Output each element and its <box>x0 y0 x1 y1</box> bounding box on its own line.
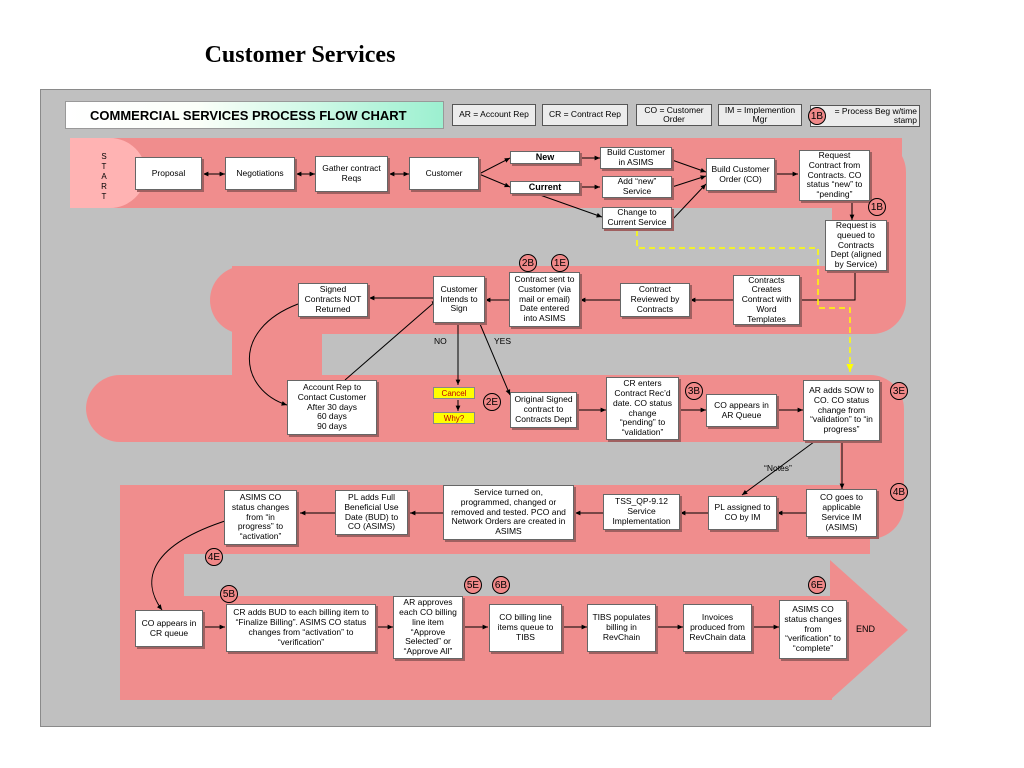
contract-sent-box: Contract sent to Customer (via mail or e… <box>509 272 580 327</box>
account-rep-contact-box: Account Rep to Contact Customer After 30… <box>287 380 377 435</box>
request-contract-box: Request Contract from Contracts. CO stat… <box>799 150 870 201</box>
badge-6b: 6B <box>492 576 510 594</box>
badge-1b: 1B <box>868 198 886 216</box>
end-label: END <box>856 624 876 634</box>
customer-box: Customer <box>409 157 479 190</box>
legend-cr: CR = Contract Rep <box>542 104 628 126</box>
asims-complete-box: ASIMS CO status changes from “verificati… <box>779 600 847 659</box>
original-signed-box: Original Signed contract to Contracts De… <box>510 392 577 428</box>
badge-3b: 3B <box>685 382 703 400</box>
co-appears-cr-box: CO appears in CR queue <box>135 610 203 647</box>
tss-service-box: TSS_QP-9.12 Service Implementation <box>603 494 680 530</box>
badge-5e: 5E <box>464 576 482 594</box>
ar-approves-box: AR approves each CO billing line item “A… <box>393 596 463 659</box>
pl-adds-bud-box: PL adds Full Beneficial Use Date (BUD) t… <box>335 490 408 535</box>
cr-enters-box: CR enters Contract Rec’d date. CO status… <box>606 377 679 440</box>
pl-assigned-box: PL assigned to CO by IM <box>708 496 777 530</box>
add-new-service-box: Add “new” Service <box>602 176 672 198</box>
badge-4e: 4E <box>205 548 223 566</box>
why-box: Why? <box>433 412 475 424</box>
legend-co: CO = Customer Order <box>636 104 712 126</box>
change-current-service-box: Change to Current Service <box>602 207 672 229</box>
build-customer-order-box: Build Customer Order (CO) <box>706 158 775 191</box>
badge-6e: 6E <box>808 576 826 594</box>
signed-not-returned-box: Signed Contracts NOT Returned <box>298 283 368 317</box>
cancel-box: Cancel <box>433 387 475 399</box>
badge-1e: 1E <box>551 254 569 272</box>
legend-im: IM = Implemention Mgr <box>718 104 802 126</box>
current-box: Current <box>510 181 580 194</box>
legend-process-begin: = Process Beg w/time stamp <box>810 105 920 127</box>
co-appears-ar-box: CO appears in AR Queue <box>706 394 777 427</box>
service-turned-on-box: Service turned on, programmed, changed o… <box>443 485 574 540</box>
flow-chart-title: COMMERCIAL SERVICES PROCESS FLOW CHART <box>65 101 444 129</box>
badge-3e: 3E <box>890 382 908 400</box>
notes-label: “Notes” <box>764 463 792 473</box>
contract-reviewed-box: Contract Reviewed by Contracts <box>620 283 690 317</box>
new-box: New <box>510 151 580 164</box>
request-queued-box: Request is queued to Contracts Dept (ali… <box>825 220 887 271</box>
badge-5b: 5B <box>220 585 238 603</box>
badge-2b: 2B <box>519 254 537 272</box>
invoices-box: Invoices produced from RevChain data <box>683 604 752 652</box>
legend-ar: AR = Account Rep <box>452 104 536 126</box>
customer-intends-box: Customer Intends to Sign <box>433 276 485 323</box>
asims-activation-box: ASIMS CO status changes from “in progres… <box>224 490 297 545</box>
cr-adds-bud-box: CR adds BUD to each billing item to “Fin… <box>226 604 376 652</box>
ar-adds-sow-box: AR adds SOW to CO. CO status change from… <box>803 380 880 441</box>
gather-reqs-box: Gather contract Reqs <box>315 156 388 192</box>
co-billing-tibs-box: CO billing line items queue to TIBS <box>489 604 562 652</box>
co-goes-im-box: CO goes to applicable Service IM (ASIMS) <box>806 489 877 537</box>
tibs-populates-box: TIBS populates billing in RevChain <box>587 604 656 652</box>
legend-badge: 1B <box>808 107 826 125</box>
contracts-creates-box: Contracts Creates Contract with Word Tem… <box>733 275 800 325</box>
yes-label: YES <box>494 336 512 346</box>
build-customer-asims-box: Build Customer in ASIMS <box>600 147 672 169</box>
proposal-box: Proposal <box>135 157 202 190</box>
no-label: NO <box>434 336 447 346</box>
badge-4b: 4B <box>890 483 908 501</box>
start-label: S T A R T <box>101 152 107 201</box>
page-title: Customer Services <box>204 42 396 68</box>
badge-2e: 2E <box>483 393 501 411</box>
negotiations-box: Negotiations <box>225 157 295 190</box>
